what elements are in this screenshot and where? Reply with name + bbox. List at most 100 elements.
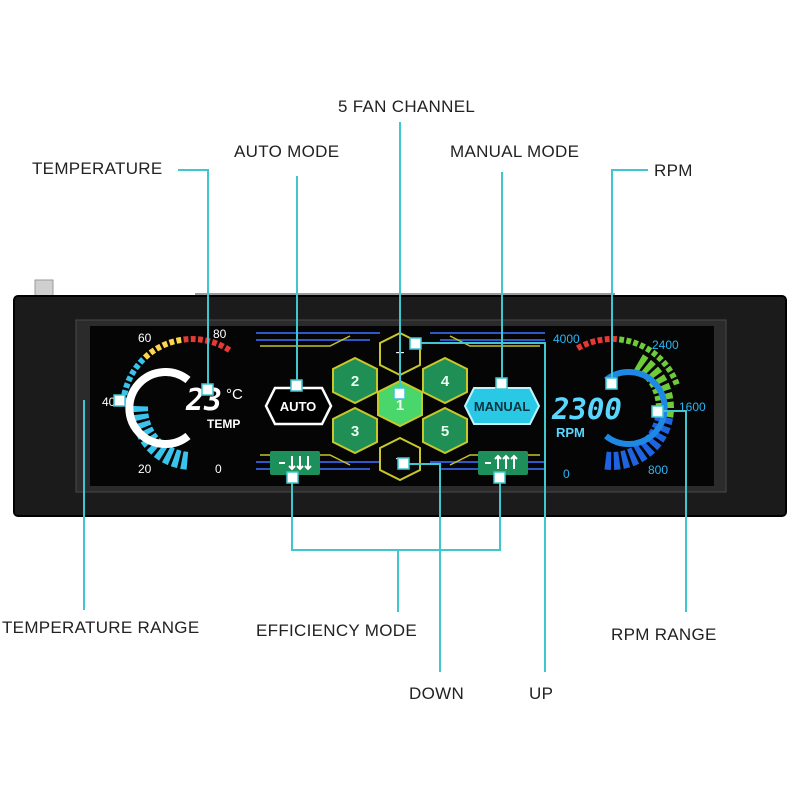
temp-tick-40: 40 [102, 395, 116, 409]
rpm-reading: 2300 [551, 392, 622, 426]
callout-line-efficiency [291, 478, 501, 612]
label-auto-mode: AUTO MODE [234, 142, 339, 161]
rpm-outer-segment [612, 336, 618, 343]
channel-5-button[interactable]: 5 [422, 406, 468, 455]
auto-mode-button[interactable]: AUTO [264, 386, 333, 426]
label-down: DOWN [409, 684, 464, 703]
temp-outer-segment [121, 389, 129, 396]
temp-inner-segment [180, 451, 189, 470]
label-rpm: RPM [654, 161, 693, 180]
temp-tick-20: 20 [138, 462, 152, 476]
temperature-dial-ring [125, 368, 191, 448]
label-manual-mode: MANUAL MODE [450, 142, 579, 161]
rpm-gauge: 4000 2400 1600 800 0 2300 RPM [551, 332, 706, 481]
callout-lines [83, 122, 687, 672]
manual-mode-label: MANUAL [474, 399, 530, 414]
callout-line-rpm-range [660, 410, 687, 612]
rpm-outer-segment [661, 359, 669, 368]
rpm-outer-segment [645, 345, 653, 354]
marker-up [409, 337, 422, 350]
rpm-caption: RPM [556, 425, 585, 440]
rpm-outer-segment [597, 336, 603, 344]
callout-line-temperature [178, 169, 209, 390]
temp-outer-segment [183, 336, 189, 343]
temp-outer-segment [197, 336, 204, 343]
channel-1-button[interactable]: 1 [377, 379, 423, 428]
channel-2-button[interactable]: 2 [332, 356, 378, 405]
temp-tick-0: 0 [215, 462, 222, 476]
temp-outer-segment [211, 339, 218, 347]
rpm-outer-segment [669, 372, 677, 380]
rpm-blue-segment [633, 444, 648, 463]
channel-3-label: 3 [351, 423, 359, 440]
temp-tick-60: 60 [138, 331, 152, 345]
rpm-blue-segment [613, 451, 621, 470]
efficiency-low-button[interactable] [270, 451, 320, 475]
marker-auto-mode [290, 379, 303, 392]
rpm-outer-segment [650, 349, 659, 358]
marker-rpm [605, 377, 618, 390]
temp-outer-segment [190, 336, 196, 343]
rpm-outer-segment [632, 339, 639, 347]
temp-outer-segment [137, 357, 146, 365]
label-efficiency-mode: EFFICIENCY MODE [256, 621, 417, 640]
temp-inner-segment [130, 405, 149, 413]
temperature-gauge: 60 80 40 20 0 23 °C TEMP [102, 327, 243, 476]
temperature-unit: °C [226, 386, 243, 403]
marker-manual-mode [495, 377, 508, 390]
marker-fan-channel [393, 387, 406, 400]
marker-rpm-range [651, 405, 664, 418]
rpm-blue-segment [620, 450, 631, 469]
temp-outer-segment [129, 368, 137, 377]
rpm-green-segment [634, 354, 649, 373]
temp-outer-segment [148, 347, 157, 356]
label-fan-channel: 5 FAN CHANNEL [338, 97, 475, 116]
temp-outer-segment [123, 382, 131, 389]
temp-outer-segment [217, 341, 225, 350]
temp-outer-segment [133, 362, 141, 371]
channel-1-label: 1 [396, 397, 404, 414]
rpm-outer-segment [582, 340, 590, 348]
marker-down [397, 457, 410, 470]
temp-outer-segment [125, 375, 134, 383]
temperature-caption: TEMP [207, 417, 240, 431]
temp-outer-segment [161, 340, 169, 349]
marker-temperature [201, 383, 214, 396]
rpm-outer-segment [589, 338, 597, 346]
label-up: UP [529, 684, 553, 703]
marker-efficiency-low [286, 471, 299, 484]
temp-outer-segment [142, 352, 151, 360]
rpm-outer-segment [656, 354, 664, 363]
rpm-outer-segment [576, 343, 584, 351]
rpm-blue-segment [604, 451, 612, 470]
channel-4-button[interactable]: 4 [422, 356, 468, 405]
rpm-outer-segment [638, 342, 646, 350]
channel-5-label: 5 [441, 423, 449, 440]
rpm-outer-segment [625, 337, 632, 345]
rpm-outer-segment [604, 336, 610, 343]
marker-efficiency-high [493, 471, 506, 484]
temp-inner-segment [170, 449, 182, 469]
rpm-blue-segment [627, 447, 640, 467]
efficiency-high-button[interactable] [478, 451, 528, 475]
rpm-tick-2400: 2400 [652, 338, 679, 352]
callout-line-down [404, 463, 441, 672]
rpm-tick-800: 800 [648, 463, 668, 477]
callout-markers [113, 337, 664, 484]
label-rpm-range: RPM RANGE [611, 625, 717, 644]
temp-outer-segment [168, 338, 175, 346]
manual-mode-button[interactable]: MANUAL [463, 387, 541, 425]
temp-outer-segment [175, 336, 182, 344]
callout-labels: 5 FAN CHANNEL AUTO MODE MANUAL MODE TEMP… [2, 97, 717, 703]
rpm-outer-segment [618, 336, 625, 344]
channel-2-label: 2 [351, 373, 359, 390]
callout-line-rpm [611, 169, 648, 382]
control-cluster: + − 2 4 1 3 5 AUTO [256, 331, 545, 482]
temp-tick-80: 80 [213, 327, 227, 341]
channel-3-button[interactable]: 3 [332, 406, 378, 455]
temp-inner-segment [161, 446, 175, 466]
channel-4-label: 4 [441, 373, 450, 390]
label-temperature-range: TEMPERATURE RANGE [2, 618, 199, 637]
temp-outer-segment [154, 343, 163, 352]
